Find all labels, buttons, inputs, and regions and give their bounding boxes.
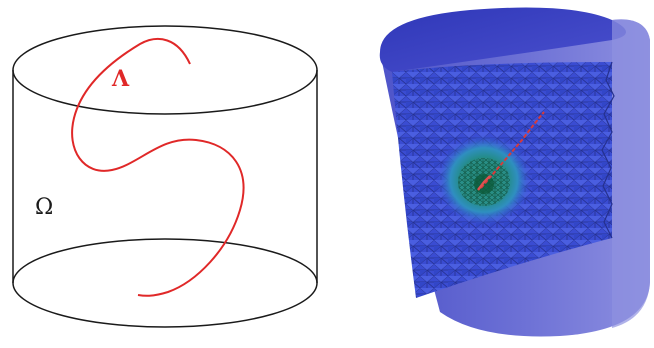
right-panel [379,7,650,337]
mesh-right-edge [601,61,615,239]
cylinder-top-cap [379,7,626,73]
curve-lambda [71,37,245,297]
left-panel: Λ Ω [12,25,318,328]
cylinder-bottom-ellipse [12,238,318,328]
domain-label: Ω [35,195,53,220]
cylinder-right-side [612,19,650,329]
curve-label: Λ [111,66,130,92]
embedded-curve-core [477,175,491,191]
embedded-curve [480,111,545,189]
